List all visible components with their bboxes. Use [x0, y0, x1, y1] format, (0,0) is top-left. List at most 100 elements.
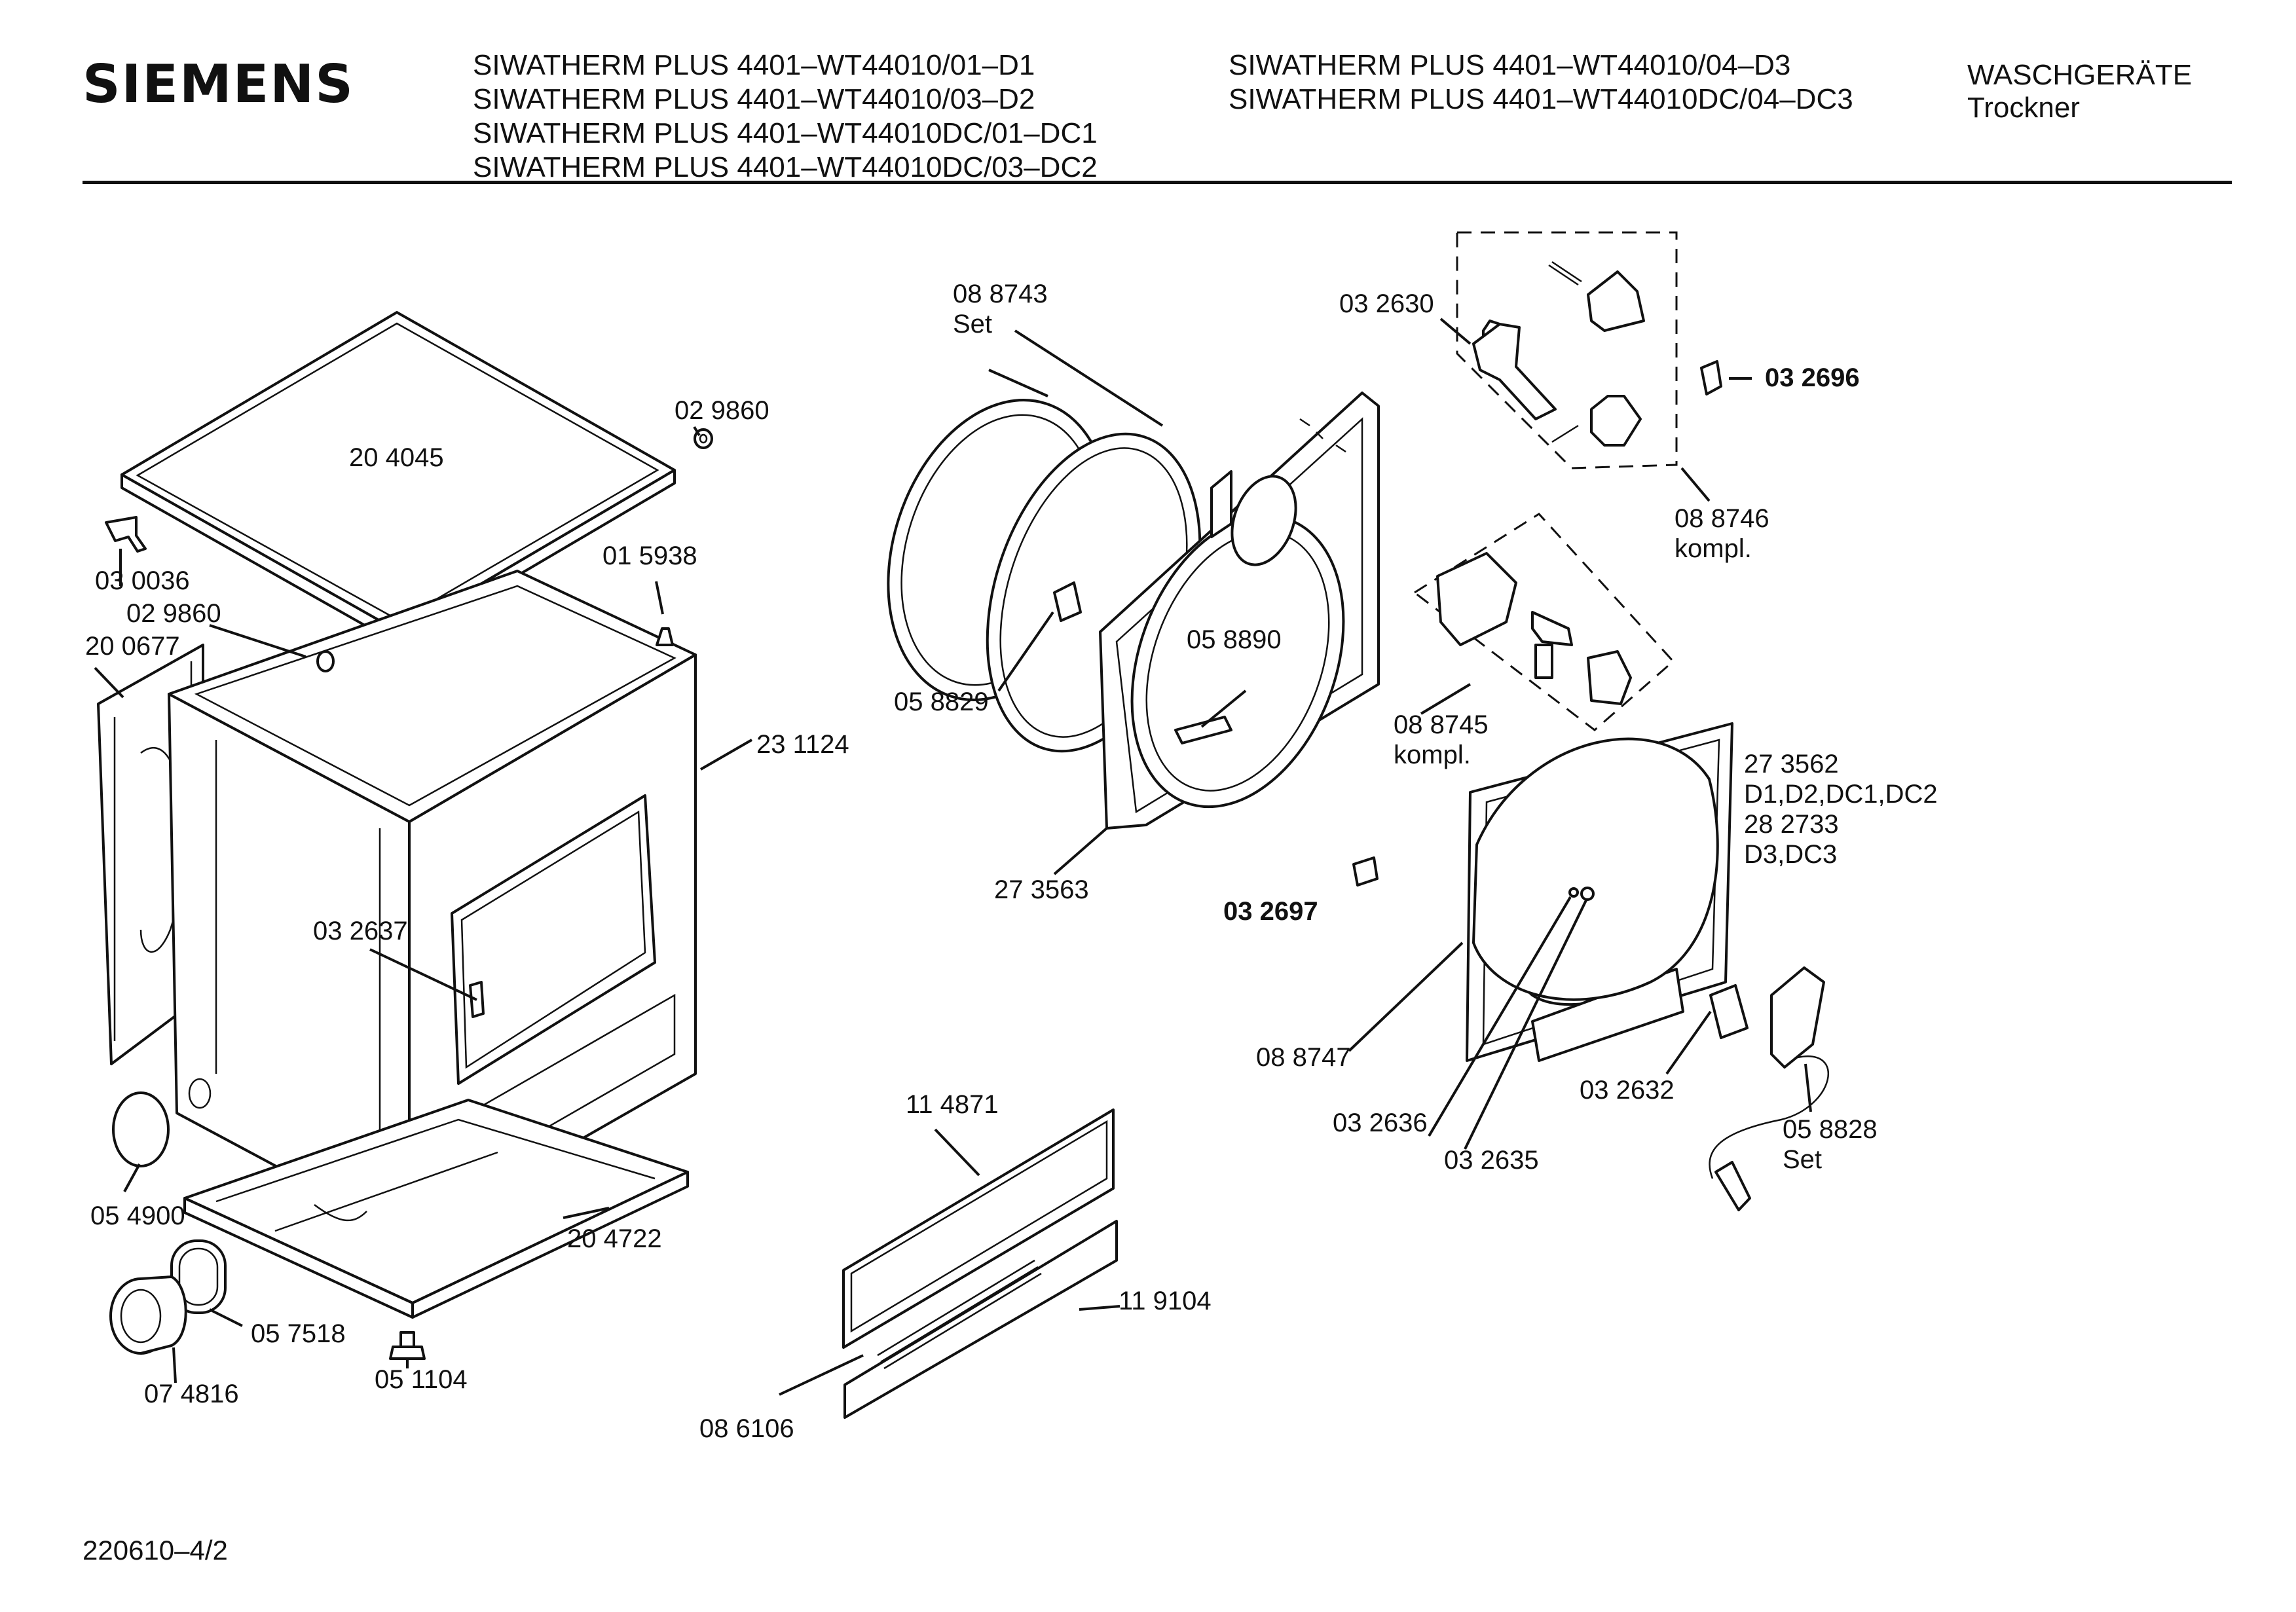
model-line: SIWATHERM PLUS 4401–WT44010/01–D1 [473, 49, 1035, 81]
part-number-label: 03 2635 [1444, 1146, 1539, 1175]
lock-kit-outline [1413, 513, 1675, 731]
part-number-label: 03 2632 [1580, 1076, 1675, 1105]
model-list-left: SIWATHERM PLUS 4401–WT44010/01–D1 SIWATH… [473, 48, 1098, 185]
door-seal [1472, 737, 1719, 1001]
part-number-label: 05 1104 [375, 1365, 468, 1394]
part-number-line: Set [1783, 1145, 1822, 1174]
leader-lines [94, 318, 1812, 1396]
part-number-line: 28 2733 [1744, 810, 1839, 839]
part-number-label: 05 8829 [894, 687, 989, 716]
part-number-line: 03 2636 [1333, 1108, 1428, 1137]
part-number-line: 08 6106 [699, 1414, 794, 1443]
part-number-line: D3,DC3 [1744, 840, 1837, 869]
model-line: SIWATHERM PLUS 4401–WT44010/03–D2 [473, 83, 1035, 115]
part-number-line: 03 0036 [95, 566, 190, 595]
model-line: SIWATHERM PLUS 4401–WT44010DC/03–DC2 [473, 151, 1098, 183]
door-screw [1568, 887, 1579, 898]
part-number-label: 03 2696 [1765, 363, 1860, 392]
part-number-line: 01 5938 [602, 541, 697, 570]
model-line: SIWATHERM PLUS 4401–WT44010/04–D3 [1229, 49, 1791, 81]
part-number-line: 03 2632 [1580, 1076, 1675, 1105]
brand-logo: SIEMENS [83, 54, 354, 115]
part-number-label: 07 4816 [144, 1380, 239, 1408]
part-number-line: 27 3562 [1744, 750, 1839, 779]
grommet-hole [699, 433, 708, 444]
part-number-label: 11 4871 [906, 1090, 999, 1119]
part-number-line: 02 9860 [126, 599, 221, 628]
part-number-line: kompl. [1394, 741, 1471, 769]
cap-nut [656, 627, 674, 646]
part-number-label: 03 2697 [1223, 897, 1318, 926]
part-number-line: 05 7518 [251, 1319, 346, 1348]
fascia-strip [843, 1220, 1118, 1419]
side-grommet [316, 650, 335, 672]
part-number-line: 02 9860 [675, 396, 769, 425]
part-number-line: 03 2697 [1223, 897, 1318, 926]
part-number-line: Set [953, 310, 992, 339]
part-number-line: 23 1124 [756, 730, 849, 759]
part-number-label: 23 1124 [756, 730, 849, 759]
part-number-line: 11 4871 [906, 1090, 999, 1119]
part-number-label: 01 5938 [602, 541, 697, 570]
door-handle-set [1709, 966, 1830, 1211]
part-number-line: 05 1104 [375, 1365, 468, 1394]
cabinet-body [168, 570, 697, 1239]
part-number-label: 11 9104 [1119, 1287, 1212, 1315]
part-number-line: 03 2637 [313, 917, 408, 945]
part-number-line: 08 8745 [1394, 710, 1489, 739]
base-frame [183, 1099, 689, 1319]
part-number-label: 20 0677 [85, 632, 180, 661]
model-line: SIWATHERM PLUS 4401–WT44010DC/01–DC1 [473, 117, 1098, 149]
part-number-line: 05 8828 [1783, 1115, 1878, 1144]
part-number-line: 03 2696 [1765, 363, 1860, 392]
seal-clip [1053, 581, 1082, 622]
part-number-line: 20 4722 [567, 1224, 662, 1253]
model-list-right: SIWATHERM PLUS 4401–WT44010/04–D3 SIWATH… [1229, 48, 1853, 117]
part-number-line: 05 4900 [90, 1201, 185, 1230]
knob-housing [109, 1275, 187, 1355]
part-number-label: 08 6106 [699, 1414, 794, 1443]
part-number-label: 05 4900 [90, 1201, 185, 1230]
category: WASCHGERÄTE [1967, 59, 2193, 91]
adjustable-foot [389, 1331, 426, 1360]
part-number-label: 02 9860 [126, 599, 221, 628]
part-number-label: 20 4045 [349, 443, 444, 472]
part-number-line: 05 8890 [1187, 625, 1282, 654]
part-number-line: 05 8829 [894, 687, 989, 716]
control-panel-cover [842, 1108, 1115, 1349]
part-number-label: 08 8747 [1256, 1043, 1351, 1072]
part-number-label: 03 0036 [95, 566, 190, 595]
latch-parts [1472, 261, 1645, 447]
part-number-label: 05 8890 [1187, 625, 1282, 654]
document-number: 220610–4/2 [83, 1535, 228, 1566]
header-rule [83, 181, 2232, 184]
part-number-label: 03 2637 [313, 917, 408, 945]
part-number-line: 03 2630 [1339, 289, 1434, 318]
part-number-label: 05 7518 [251, 1319, 346, 1348]
top-cover [120, 311, 676, 646]
part-number-line: 03 2635 [1444, 1146, 1539, 1175]
part-number-label: 20 4722 [567, 1224, 662, 1253]
part-number-line: kompl. [1675, 534, 1752, 563]
door-washer [1580, 887, 1595, 901]
lock-parts [1436, 552, 1632, 705]
part-number-line: 08 8747 [1256, 1043, 1351, 1072]
filter-frame [1709, 984, 1749, 1039]
part-number-label: 27 3563 [994, 875, 1089, 904]
part-number-line: 27 3563 [994, 875, 1089, 904]
part-number-line: 20 4045 [349, 443, 444, 472]
filter-cover [112, 1091, 170, 1167]
switch-contact [1700, 360, 1722, 395]
part-number-label: 03 2636 [1333, 1108, 1428, 1137]
part-number-label: 03 2630 [1339, 289, 1434, 318]
part-number-line: 20 0677 [85, 632, 180, 661]
category-block: WASCHGERÄTE Trockner [1967, 59, 2192, 124]
part-number-line: 08 8743 [953, 280, 1048, 308]
model-line: SIWATHERM PLUS 4401–WT44010DC/04–DC3 [1229, 83, 1853, 115]
part-number-label: 02 9860 [675, 396, 769, 425]
part-number-line: D1,D2,DC1,DC2 [1744, 780, 1938, 809]
